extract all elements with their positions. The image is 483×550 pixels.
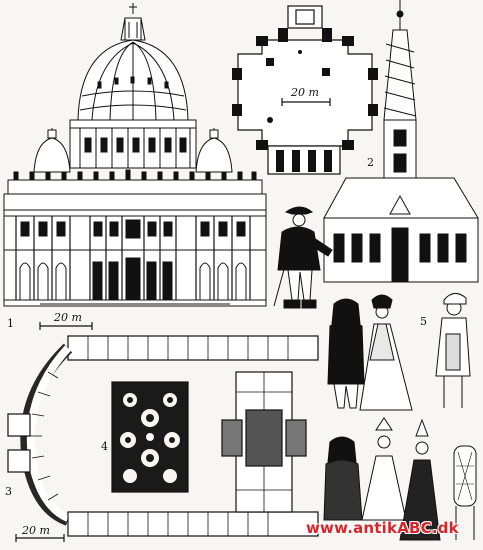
baroque-costume-figures (323, 293, 477, 541)
scale-label-basilica: 20 m (54, 311, 82, 324)
watermark-text: www.antikABC.dk (306, 519, 459, 537)
figure-number-4: 4 (101, 440, 108, 453)
figure-number-1: 1 (7, 317, 14, 330)
scale-bars (15, 322, 93, 542)
figure-number-2: 2 (367, 156, 374, 169)
cavalier-figure (273, 206, 333, 309)
church-spire-drawing (323, 0, 479, 283)
church-floor-plan (232, 5, 378, 175)
basilica-drawing (3, 3, 267, 307)
figure-number-5: 5 (420, 315, 427, 328)
scale-label-church-plan: 20 m (291, 86, 319, 99)
figure-number-3: 3 (5, 485, 12, 498)
scale-label-palace: 20 m (22, 524, 50, 537)
palace-floor-plan (7, 335, 319, 537)
